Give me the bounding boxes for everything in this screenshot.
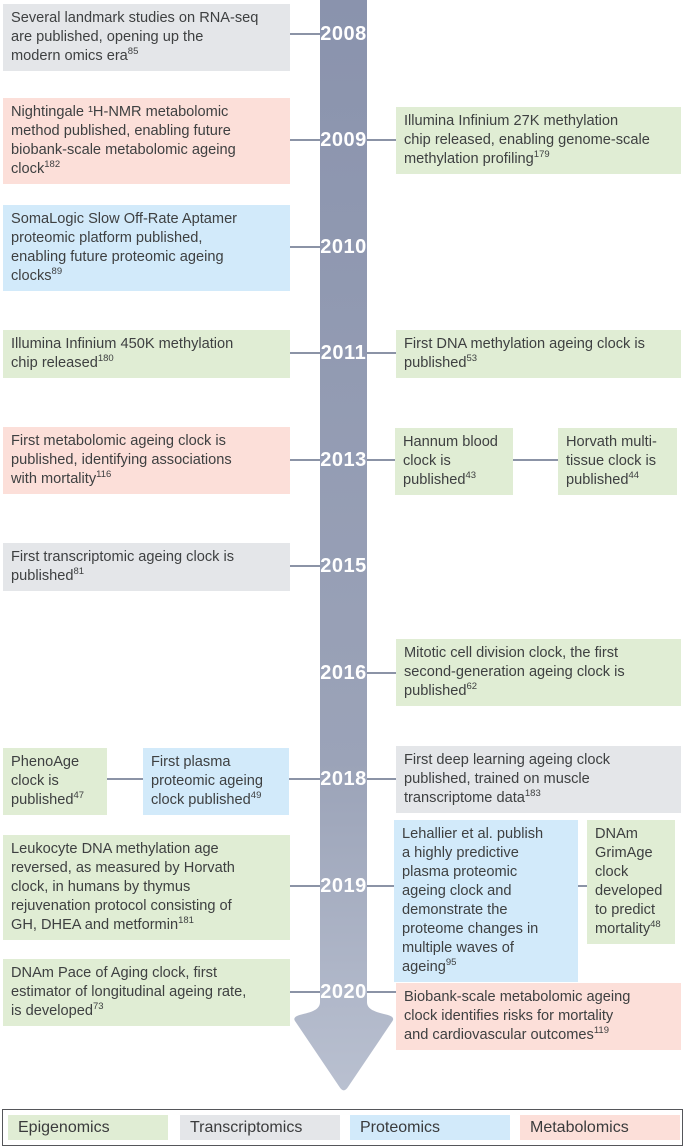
reference-superscript: 89 xyxy=(51,266,63,278)
connector-line xyxy=(367,352,396,354)
reference-superscript: 116 xyxy=(96,469,112,481)
year-label-2019: 2019 xyxy=(320,875,367,897)
reference-superscript: 47 xyxy=(73,790,85,802)
event-box-2009-right-2: Illumina Infinium 27K methylation chip r… xyxy=(396,107,681,174)
event-box-2015-left-9: First transcriptomic ageing clock is pub… xyxy=(3,543,290,591)
reference-superscript: 73 xyxy=(92,1001,104,1013)
reference-superscript: 179 xyxy=(533,149,550,161)
year-label-2010: 2010 xyxy=(320,236,367,258)
reference-superscript: 62 xyxy=(466,681,478,693)
reference-superscript: 44 xyxy=(628,470,640,482)
reference-superscript: 183 xyxy=(524,788,541,800)
event-box-2018-right-13: First deep learning ageing clock publish… xyxy=(396,746,681,813)
event-box-2013-right-7: Hannum blood clock is published43 xyxy=(395,428,513,495)
event-box-2010-left-3: SomaLogic Slow Off-Rate Aptamer proteomi… xyxy=(3,205,290,291)
connector-line xyxy=(367,139,396,141)
connector-line xyxy=(290,885,320,887)
connector-line xyxy=(367,778,396,780)
connector-line xyxy=(367,459,395,461)
connector-line xyxy=(290,246,320,248)
connector-line xyxy=(578,885,587,887)
event-box-2018-left-11: PhenoAge clock is published47 xyxy=(3,748,107,815)
reference-superscript: 119 xyxy=(593,1025,609,1037)
connector-line xyxy=(367,885,394,887)
connector-line xyxy=(290,459,320,461)
timeline-band-with-arrowhead xyxy=(294,0,394,1091)
reference-superscript: 81 xyxy=(73,566,85,578)
year-label-2008: 2008 xyxy=(320,23,367,45)
event-box-2019-right-16: DNAm GrimAge clock developed to predict … xyxy=(587,820,675,944)
event-box-2009-left-1: Nightingale ¹H-NMR metabolomic method pu… xyxy=(3,98,290,184)
legend: Epigenomics Transcriptomics Proteomics Meta… xyxy=(2,1109,683,1146)
legend-item-transcriptomics: Transcriptomics xyxy=(180,1115,340,1140)
legend-item-epigenomics: Epigenomics xyxy=(8,1115,168,1140)
year-label-2015: 2015 xyxy=(320,555,367,577)
event-box-2013-left-6: First metabolomic ageing clock is publis… xyxy=(3,427,290,494)
reference-superscript: 53 xyxy=(466,353,478,365)
connector-line xyxy=(367,672,396,674)
reference-superscript: 49 xyxy=(250,790,262,802)
reference-superscript: 182 xyxy=(44,159,61,171)
year-label-2011: 2011 xyxy=(320,342,367,364)
event-box-2008-left-0: Several landmark studies on RNA-seq are … xyxy=(3,4,290,71)
year-label-2018: 2018 xyxy=(320,768,367,790)
event-box-2016-right-10: Mitotic cell division clock, the first s… xyxy=(396,639,681,706)
legend-item-metabolomics: Metabolomics xyxy=(520,1115,680,1140)
event-box-2019-left-14: Leukocyte DNA methylation age reversed, … xyxy=(3,835,290,940)
reference-superscript: 85 xyxy=(127,46,139,58)
connector-line xyxy=(289,778,320,780)
year-label-2016: 2016 xyxy=(320,662,367,684)
year-label-2009: 2009 xyxy=(320,129,367,151)
reference-superscript: 181 xyxy=(178,915,194,927)
event-box-2020-left-17: DNAm Pace of Aging clock, first estimato… xyxy=(3,959,290,1026)
connector-line xyxy=(290,565,320,567)
connector-line xyxy=(290,33,320,35)
year-label-2020: 2020 xyxy=(320,981,367,1003)
connector-line xyxy=(290,352,320,354)
event-box-2011-left-4: Illumina Infinium 450K methylation chip … xyxy=(3,330,290,378)
reference-superscript: 43 xyxy=(465,470,477,482)
reference-superscript: 95 xyxy=(445,957,457,969)
connector-line xyxy=(290,139,320,141)
reference-superscript: 48 xyxy=(650,919,661,931)
event-box-2019-right-15: Lehallier et al. publish a highly predic… xyxy=(394,820,578,982)
connector-line xyxy=(367,991,396,993)
connector-line xyxy=(290,991,320,993)
connector-line xyxy=(513,459,558,461)
event-box-2020-right-18: Biobank-scale metabolomic ageing clock i… xyxy=(396,983,681,1050)
event-box-2013-right-8: Horvath multi- tissue clock is published… xyxy=(558,428,677,495)
event-box-2018-left-12: First plasma proteomic ageing clock publ… xyxy=(143,748,289,815)
legend-item-proteomics: Proteomics xyxy=(350,1115,510,1140)
year-label-2013: 2013 xyxy=(320,449,367,471)
connector-line xyxy=(107,778,143,780)
event-box-2011-right-5: First DNA methylation ageing clock is pu… xyxy=(396,330,681,378)
reference-superscript: 180 xyxy=(97,353,114,365)
